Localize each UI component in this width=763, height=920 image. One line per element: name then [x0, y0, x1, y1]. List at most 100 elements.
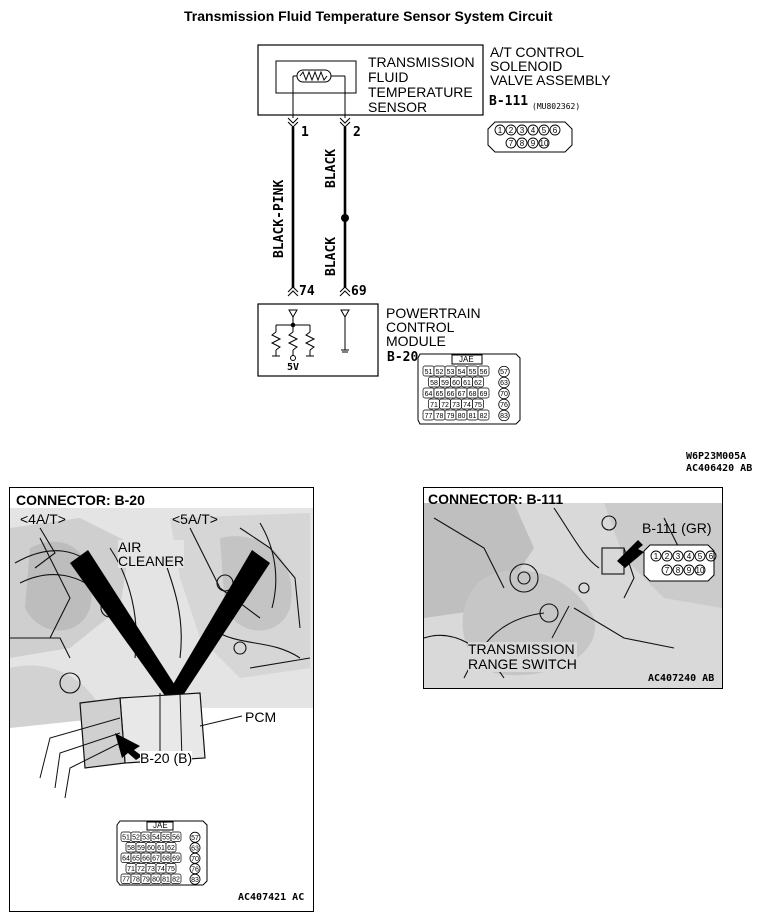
pin-number: 59 — [441, 380, 449, 387]
pin-circle — [498, 376, 510, 389]
pin-cell — [165, 863, 177, 874]
pin-number: 77 — [122, 877, 130, 884]
pin-number: 65 — [132, 856, 140, 863]
pin-number: 51 — [425, 369, 433, 376]
thermistor-symbol — [292, 69, 346, 118]
pin-number: 64 — [122, 856, 130, 863]
pin-number: 6 — [553, 126, 558, 135]
pin-cell — [477, 365, 490, 377]
pin-cell — [170, 873, 182, 884]
pin-number: 5 — [542, 126, 547, 135]
pin-number: 3 — [520, 126, 525, 135]
wire1-top-pin: 1 — [301, 125, 309, 140]
pin-number: 72 — [441, 402, 449, 409]
b111-panel-heading: CONNECTOR: B-111 — [428, 491, 564, 507]
pin-number: 83 — [500, 413, 508, 420]
pin-circle — [189, 831, 201, 843]
pcm-box — [257, 303, 379, 377]
pin-number: 72 — [137, 866, 145, 873]
pin-number: 81 — [162, 877, 170, 884]
pin-number: 54 — [458, 369, 466, 376]
b20-variant-4at: <4A/T> — [20, 511, 66, 527]
pin-circle — [189, 852, 201, 864]
figure-code-1: W6P23M005A — [686, 451, 747, 462]
pin-number: 68 — [162, 856, 170, 863]
pin-circle — [650, 550, 662, 562]
pin-number: 80 — [152, 877, 160, 884]
b111-connector-label: B-111 — [489, 94, 529, 109]
pin-number: 63 — [191, 845, 199, 852]
pin-circle — [527, 137, 539, 149]
pin-number: 52 — [132, 835, 140, 842]
sensor-label: TRANSMISSION FLUID TEMPERATURE SENSOR — [368, 55, 475, 115]
pin-circle — [672, 564, 684, 576]
pin-circle — [538, 137, 550, 149]
air-cleaner-line-2: CLEANER — [118, 553, 185, 569]
b20-panel-figure-code: AC407421 AC — [238, 892, 305, 903]
pin-number: 3 — [676, 552, 681, 561]
pin-number: 1 — [498, 126, 503, 135]
pin-cell — [165, 842, 177, 853]
pin-cell — [477, 387, 490, 399]
b111-callout-arrow — [617, 540, 644, 568]
pin-circle — [498, 398, 510, 411]
b20-connector-callout: B-20 (B) — [140, 750, 193, 766]
pin-cell — [472, 376, 484, 388]
range-switch-line-2: RANGE SWITCH — [468, 656, 577, 672]
b20-connector-face — [417, 353, 521, 425]
pcm-internal-circuit — [270, 309, 350, 361]
pin-number: 56 — [172, 835, 180, 842]
b111-connector-callout: B-111 (GR) — [642, 520, 712, 536]
pin-number: 51 — [122, 835, 130, 842]
bottom-connector-markers — [287, 286, 351, 297]
solenoid-label-line-1: A/T CONTROL — [490, 44, 584, 60]
pin-circle — [505, 137, 517, 149]
pin-number: 60 — [452, 380, 460, 387]
pin-number: 67 — [458, 391, 466, 398]
pin-number: 69 — [480, 391, 488, 398]
pin-circle — [527, 124, 539, 136]
pcm-label-line-3: MODULE — [386, 333, 446, 349]
pin-cell — [170, 852, 182, 863]
pin-number: 79 — [142, 877, 150, 884]
pin-circle — [516, 137, 528, 149]
pin-number: 52 — [436, 369, 444, 376]
pin-number: 71 — [430, 402, 438, 409]
pin-number: 66 — [447, 391, 455, 398]
pin-number: 57 — [500, 369, 508, 376]
pin-number: 4 — [531, 126, 536, 135]
wire1-color-label: BLACK-PINK — [272, 179, 287, 258]
pin-number: 58 — [127, 845, 135, 852]
b20-panel-heading: CONNECTOR: B-20 — [16, 492, 145, 508]
pin-number: 79 — [447, 413, 455, 420]
pin-number: 63 — [500, 380, 508, 387]
b111-part-number: (MU802362) — [532, 102, 581, 111]
pin-number: 1 — [654, 552, 659, 561]
b20-right-arrow — [168, 550, 270, 700]
pin-number: 68 — [469, 391, 477, 398]
pin-number: 83 — [191, 877, 199, 884]
solenoid-assembly-box — [257, 44, 484, 116]
pin-number: 61 — [157, 845, 165, 852]
pin-number: 55 — [162, 835, 170, 842]
b111-panel-figure-code: AC407240 AB — [648, 673, 715, 684]
pin-number: 59 — [137, 845, 145, 852]
solenoid-label-line-3: VALVE ASSEMBLY — [490, 72, 611, 88]
pin-number: 8 — [520, 139, 525, 148]
pin-number: 73 — [147, 866, 155, 873]
pin-number: 2 — [509, 126, 514, 135]
pin-circle — [189, 842, 201, 854]
b20-panel-connector-brand: JAE — [153, 821, 168, 830]
pin-number: 81 — [469, 413, 477, 420]
pin-number: 58 — [430, 380, 438, 387]
pin-number: 66 — [142, 856, 150, 863]
pin-number: 74 — [157, 866, 165, 873]
transmission-range-switch-label: TRANSMISSION RANGE SWITCH — [468, 642, 577, 672]
air-cleaner-line-1: AIR — [118, 540, 185, 554]
diagram-title: Transmission Fluid Temperature Sensor Sy… — [184, 8, 553, 24]
